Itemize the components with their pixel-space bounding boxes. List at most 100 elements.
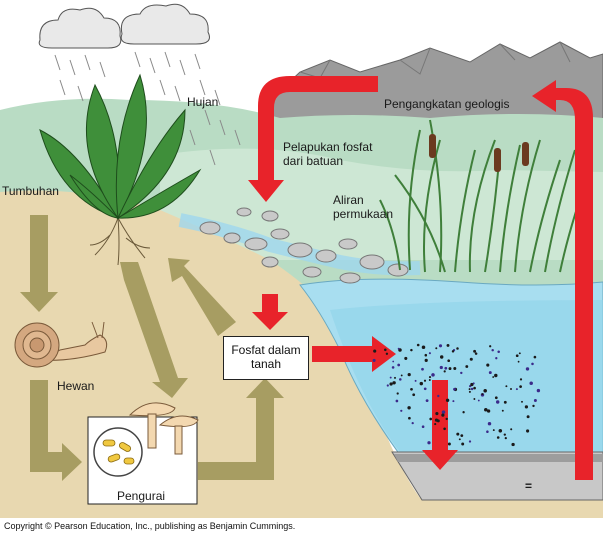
label-runoff-line2: permukaan: [333, 207, 394, 221]
phosphate-particle: [525, 367, 530, 371]
phosphate-particle: [389, 382, 393, 386]
phosphate-particle: [385, 352, 389, 355]
phosphate-particle: [460, 434, 464, 437]
label-rain: Hujan: [187, 95, 219, 109]
phosphate-particle: [396, 392, 399, 395]
phosphate-particle: [419, 381, 424, 386]
phosphate-particle: [498, 429, 503, 433]
phosphate-particle: [397, 347, 400, 350]
phosphate-particle: [484, 407, 488, 412]
phosphate-particle: [483, 389, 487, 393]
phosphate-particle: [488, 371, 492, 375]
phosphate-particle: [489, 345, 492, 348]
rain-streaks: [54, 51, 241, 166]
phosphate-particle: [407, 406, 411, 410]
phosphate-particle: [443, 427, 446, 431]
phosphate-particle: [495, 357, 498, 360]
phosphate-particle: [517, 360, 520, 363]
phosphate-particle: [468, 390, 471, 393]
phosphate-particle: [451, 350, 455, 353]
phosphate-particle: [373, 349, 377, 353]
phosphate-particle: [391, 366, 395, 369]
phosphate-particle: [400, 409, 403, 412]
phosphate-particle: [427, 441, 431, 445]
phosphate-particle: [428, 376, 432, 379]
label-decomposers: Pengurai: [117, 489, 166, 503]
phosphate-particle: [410, 348, 413, 352]
phosphate-particle: [428, 352, 431, 355]
phosphate-particle: [386, 384, 389, 387]
phosphate-particle: [453, 367, 457, 370]
rocks: [199, 207, 409, 284]
phosphate-particle: [411, 421, 414, 425]
phosphate-particle: [474, 352, 478, 355]
phosphate-particle: [515, 388, 518, 391]
phosphate-particle: [441, 413, 445, 417]
label-runoff-line1: Aliran: [333, 193, 364, 207]
phosphate-particle: [456, 347, 459, 350]
plant-roots: [89, 217, 151, 266]
phosphate-particle: [470, 387, 474, 391]
label-weathering: Pelapukan fosfat dari batuan: [283, 140, 372, 168]
phosphate-particle: [399, 378, 402, 381]
phosphate-particle: [468, 440, 472, 443]
phosphate-particle: [445, 398, 450, 403]
phosphate-particle: [536, 388, 541, 393]
phosphate-particle: [515, 354, 519, 358]
soil-phosphate-box: Fosfat dalam tanah: [223, 336, 309, 380]
phosphate-particle: [461, 442, 465, 446]
phosphate-particle: [472, 382, 475, 385]
phosphate-particle: [437, 394, 440, 398]
phosphate-particle: [503, 433, 506, 436]
phosphate-particle: [494, 396, 498, 400]
phosphate-particle: [434, 423, 437, 426]
phosphate-particle: [443, 370, 446, 373]
phosphate-particle: [497, 350, 500, 353]
phosphate-particle: [445, 417, 448, 421]
phosphate-particle: [410, 387, 413, 391]
phosphate-particle: [429, 417, 433, 421]
phosphate-particle: [392, 360, 395, 363]
phosphate-particle: [521, 400, 523, 403]
phosphate-particle: [519, 385, 522, 388]
label-weathering-line1: Pelapukan fosfat: [283, 140, 373, 154]
phosphate-particle: [407, 372, 411, 377]
phosphate-particle: [453, 387, 456, 391]
phosphate-particle: [460, 371, 463, 375]
phosphate-particle: [487, 421, 492, 426]
phosphate-particle: [389, 376, 392, 379]
phosphate-particle: [397, 363, 401, 367]
phosphate-particle: [494, 373, 498, 378]
label-animals: Hewan: [57, 379, 95, 393]
phosphate-particle: [462, 411, 465, 414]
phosphate-particle: [486, 430, 489, 433]
phosphate-particle: [473, 349, 477, 353]
phosphate-particle: [424, 358, 428, 362]
phosphate-particle: [505, 385, 508, 388]
phosphate-particle: [465, 365, 469, 368]
sediment-symbol: =: [525, 479, 533, 493]
phosphate-particle: [421, 425, 425, 429]
biotic-cycle-arrows: [20, 215, 284, 481]
phosphate-particle: [425, 399, 429, 403]
phosphate-particle: [473, 398, 476, 400]
phosphate-particle: [531, 362, 534, 366]
plant: [39, 73, 202, 220]
rain-clouds: [38, 3, 210, 49]
phosphate-particle: [384, 348, 387, 352]
snail: [14, 321, 108, 368]
phosphate-particle: [496, 436, 500, 439]
phosphate-particle: [519, 378, 523, 381]
label-geologic-uplift: Pengangkatan geologis: [384, 97, 510, 111]
phosphate-particle: [501, 409, 504, 412]
phosphate-particle: [438, 344, 443, 348]
phosphate-particle: [468, 388, 471, 391]
phosphate-particle: [510, 428, 513, 431]
phosphate-particle: [524, 405, 529, 409]
soil-phosphate-line1: Fosfat dalam: [231, 343, 301, 357]
geochemical-arrows: [248, 76, 593, 480]
phosphate-particle: [511, 442, 515, 447]
phosphate-particle: [435, 412, 439, 416]
phosphate-particle: [510, 388, 512, 390]
